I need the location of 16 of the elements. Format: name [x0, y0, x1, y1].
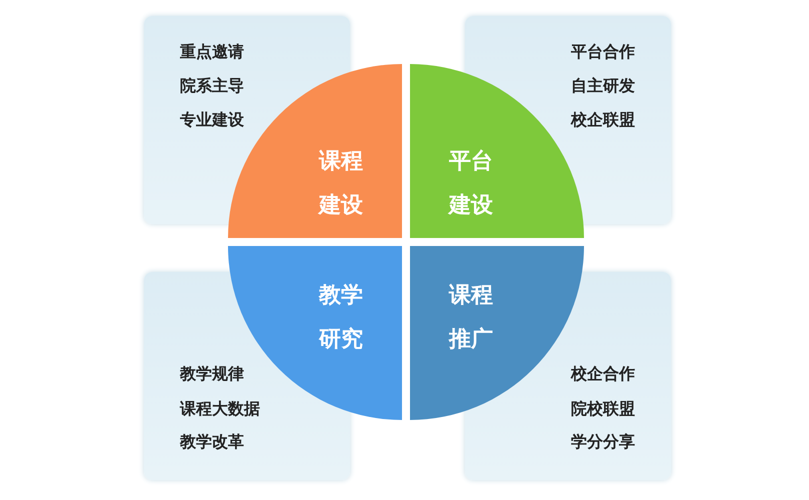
segment-label: 课程建设: [316, 148, 364, 220]
list-item: 平台合作: [571, 42, 635, 62]
segment-label: 教学研究: [318, 282, 364, 354]
list-item: 学分分享: [571, 432, 635, 452]
list-item: 校企联盟: [571, 110, 635, 130]
list-item: 校企合作: [571, 364, 635, 384]
list-item: 专业建设: [180, 110, 244, 130]
list-item: 自主研发: [571, 76, 635, 96]
list-item: 院校联盟: [571, 399, 635, 419]
list-item: 教学规律: [180, 364, 244, 384]
list-item: 院系主导: [180, 76, 244, 96]
list-item: 重点邀请: [180, 42, 244, 62]
list-item: 教学改革: [180, 432, 244, 452]
segment-label: 平台建设: [446, 148, 494, 220]
segment-label: 课程推广: [448, 282, 494, 354]
list-item: 课程大数据: [180, 399, 260, 419]
